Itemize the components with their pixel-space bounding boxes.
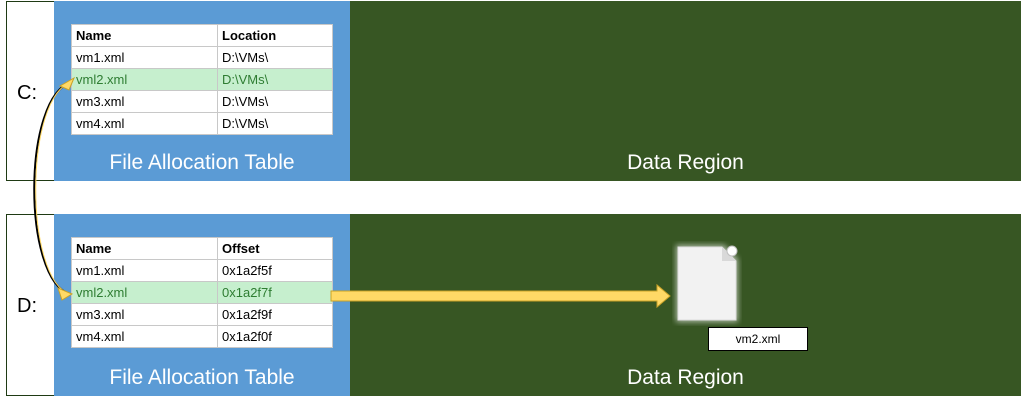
cell-name: vml2.xml	[71, 68, 218, 91]
fat-panel-c: Name Location vm1.xml D:\VMs\ vml2.xml D…	[54, 1, 350, 181]
cell-name: vm4.xml	[71, 112, 218, 135]
drive-d-row: D: Name Offset vm1.xml 0x1a2f5f vml2.xml…	[6, 214, 1021, 396]
table-header-row: Name Offset	[71, 237, 333, 260]
cell-location: D:\VMs\	[217, 112, 333, 135]
document-icon	[676, 245, 738, 322]
fat-table-d: Name Offset vm1.xml 0x1a2f5f vml2.xml 0x…	[71, 237, 333, 348]
cell-name: vml2.xml	[71, 281, 218, 304]
cell-offset: 0x1a2f7f	[217, 281, 333, 304]
cell-name: vm3.xml	[71, 90, 218, 113]
fat-title-d: File Allocation Table	[109, 366, 295, 389]
cell-offset: 0x1a2f0f	[217, 325, 333, 348]
drive-letter-c: C:	[17, 82, 37, 104]
table-row-highlighted: vml2.xml D:\VMs\	[71, 68, 333, 91]
data-region-title-c: Data Region	[627, 151, 744, 174]
table-row: vm3.xml D:\VMs\	[71, 90, 333, 113]
table-row: vm1.xml D:\VMs\	[71, 46, 333, 69]
curved-link-arrow-fill	[35, 81, 73, 295]
file-label: vm2.xml	[708, 327, 808, 351]
cell-offset: 0x1a2f5f	[217, 259, 333, 282]
table-row: vm4.xml D:\VMs\	[71, 112, 333, 135]
data-region-c: Data Region	[350, 1, 1021, 181]
cell-name: vm4.xml	[71, 325, 218, 348]
table-row: vm3.xml 0x1a2f9f	[71, 303, 333, 326]
curved-link-arrow	[33, 81, 73, 295]
cell-location: D:\VMs\	[217, 68, 333, 91]
link-arrowhead-start	[58, 76, 76, 91]
drive-letter-d: D:	[17, 295, 37, 317]
table-row: vm1.xml 0x1a2f5f	[71, 259, 333, 282]
data-region-d: vm2.xml Data Region	[350, 214, 1021, 396]
table-row: vm4.xml 0x1a2f0f	[71, 325, 333, 348]
offset-pointer-arrow	[330, 283, 671, 309]
link-arrowhead-end	[57, 287, 74, 301]
data-region-title-d: Data Region	[627, 366, 744, 389]
table-row-highlighted: vml2.xml 0x1a2f7f	[71, 281, 333, 304]
fat-table-c: Name Location vm1.xml D:\VMs\ vml2.xml D…	[71, 24, 333, 135]
fat-title-c: File Allocation Table	[109, 151, 295, 174]
drive-c-row: C: Name Location vm1.xml D:\VMs\ vml2.xm…	[6, 1, 1021, 181]
fat-panel-d: Name Offset vm1.xml 0x1a2f5f vml2.xml 0x…	[54, 214, 350, 396]
cell-location: D:\VMs\	[217, 90, 333, 113]
